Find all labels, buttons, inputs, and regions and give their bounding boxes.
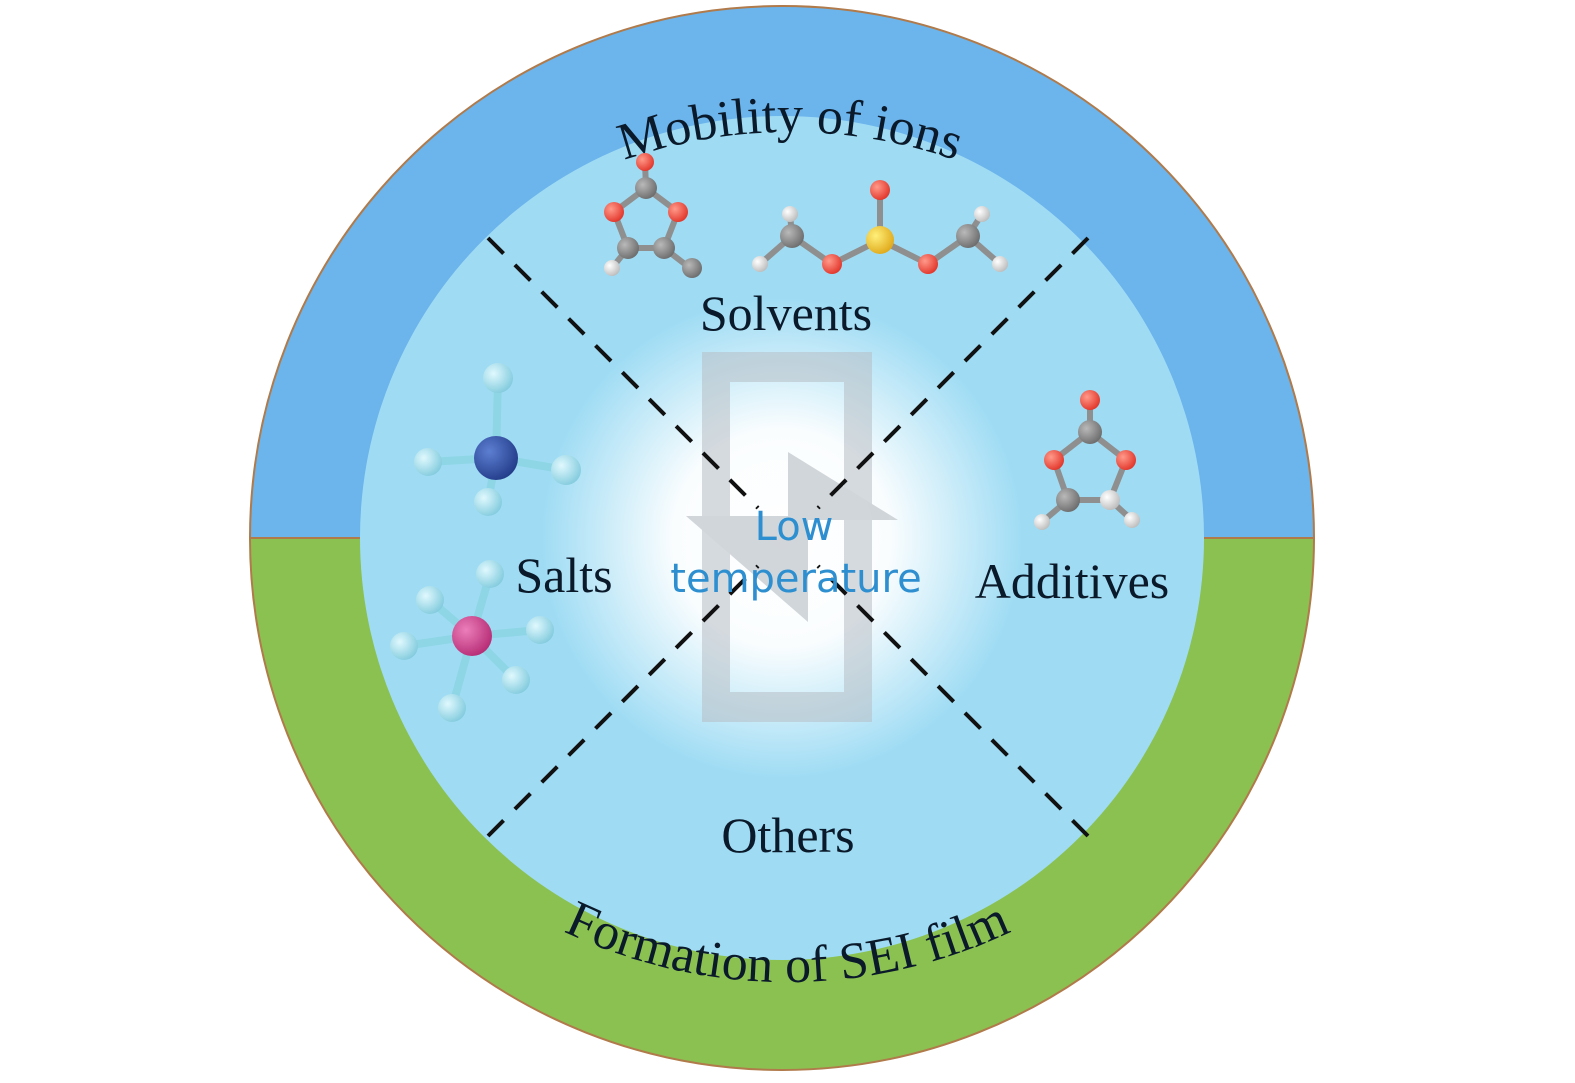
lightning-bolt-icon <box>686 452 898 622</box>
center-label-line2: temperature <box>670 556 921 602</box>
sector-label-others: Others <box>721 807 854 863</box>
battery-icon <box>686 352 898 722</box>
additive-molecule-icon <box>1034 390 1140 530</box>
carbonate-molecule-icon <box>604 153 702 278</box>
salt-anion-2-icon <box>390 560 554 722</box>
sector-label-solvents: Solvents <box>700 285 872 341</box>
divider-top-left <box>486 236 760 510</box>
sector-label-additives: Additives <box>975 553 1169 609</box>
divider-bottom-right <box>816 564 1090 838</box>
salt-anion-1-icon <box>414 363 581 516</box>
divider-bottom-left <box>486 564 760 838</box>
sector-dividers <box>486 236 1090 838</box>
center-label-line1: Low <box>755 504 834 550</box>
sulfite-molecule-icon <box>752 180 1008 274</box>
divider-top-right <box>816 236 1090 510</box>
sector-label-salts: Salts <box>515 547 612 603</box>
